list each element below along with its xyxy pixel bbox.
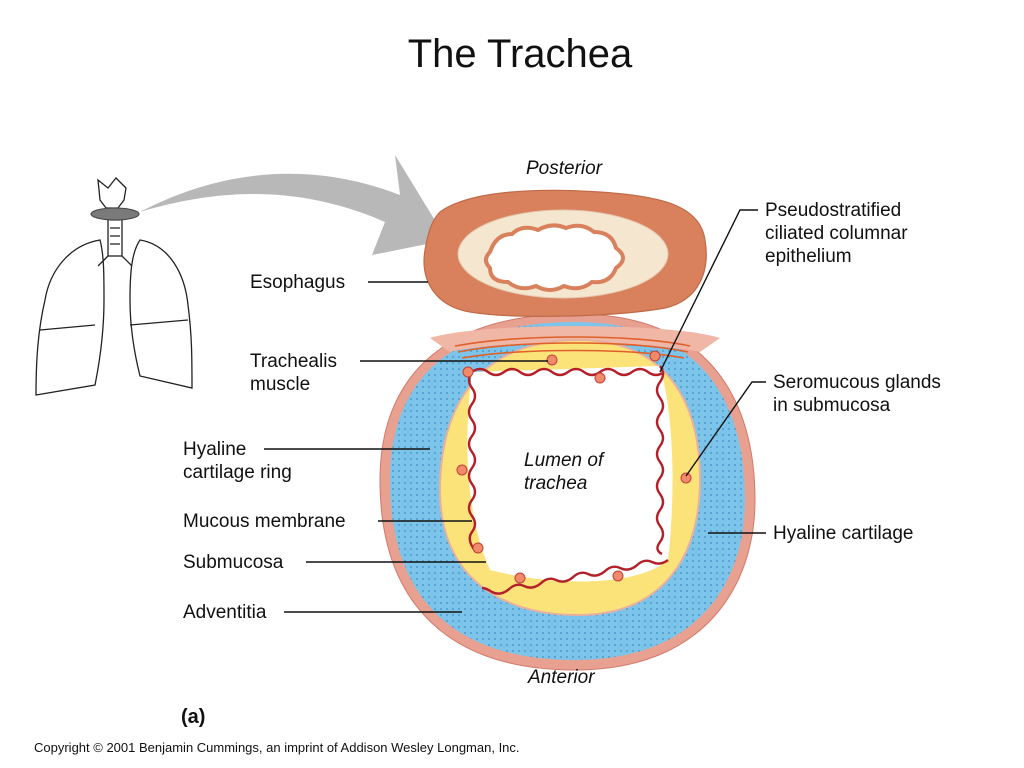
trachea-cross-section (379, 189, 756, 671)
trachealis-muscle (454, 336, 691, 359)
figure-part-label: (a) (181, 706, 206, 728)
tracheal-lumen (467, 366, 673, 582)
cross-section-marker (90, 207, 140, 221)
pseudostratified-epithelium-label: Pseudostratified ciliated columnar epith… (765, 200, 908, 267)
mucous-membrane-line (467, 365, 669, 595)
hyaline-cartilage-label: Hyaline cartilage (773, 523, 914, 544)
leader-lines (264, 209, 766, 613)
seromucous-glands (456, 350, 692, 584)
copyright-notice: Copyright © 2001 Benjamin Cummings, an i… (34, 740, 520, 755)
lungs-illustration (35, 177, 193, 396)
esophagus-label: Esophagus (250, 272, 346, 293)
magnify-arrow (140, 155, 447, 255)
submucosa-label: Submucosa (183, 552, 284, 573)
adventitia-label: Adventitia (183, 602, 267, 623)
esophagus-lumen (484, 223, 625, 292)
page-title: The Trachea (407, 32, 633, 76)
anterior-label: Anterior (528, 667, 595, 688)
mucous-membrane-label: Mucous membrane (183, 511, 346, 532)
posterior-label: Posterior (526, 158, 603, 179)
